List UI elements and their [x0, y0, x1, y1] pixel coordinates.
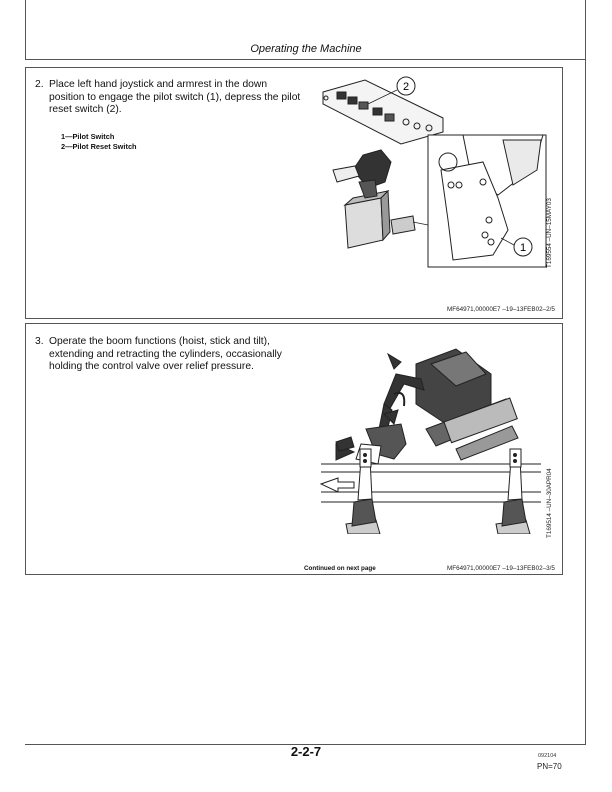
- footer-rule: [25, 744, 586, 745]
- step-3-panel: 3. Operate the boom functions (hoist, st…: [25, 323, 563, 575]
- header-rule: [25, 59, 586, 60]
- callout-label-1: 1: [520, 242, 526, 254]
- reference-code: MF64971,00000E7 –19–13FEB02–2/5: [447, 306, 555, 313]
- step-text: Place left hand joystick and armrest in …: [49, 79, 301, 116]
- figure-id: T169514 –UN–30APR04: [546, 468, 553, 538]
- print-code: 092104: [538, 753, 557, 759]
- step-text: Operate the boom functions (hoist, stick…: [49, 336, 282, 373]
- step-number: 2.: [35, 79, 44, 90]
- callout-list: 1—Pilot Switch 2—Pilot Reset Switch: [61, 132, 137, 152]
- pn-number: PN=70: [537, 762, 562, 771]
- page-number: 2-2-7: [290, 744, 322, 759]
- callout-pilot-switch: 1—Pilot Switch: [61, 132, 115, 141]
- continued-note: Continued on next page: [304, 565, 376, 572]
- reference-code: MF64971,00000E7 –19–13FEB02–3/5: [447, 565, 555, 572]
- step-number: 3.: [35, 336, 44, 347]
- page-frame-right: [585, 0, 586, 745]
- figure-id: T169554 –UN–15MAY03: [546, 198, 553, 268]
- page-frame-left: [25, 0, 26, 60]
- pilot-switch-illustration: 2 1: [322, 76, 547, 268]
- step-2-panel: 2. Place left hand joystick and armrest …: [25, 67, 563, 319]
- callout-pilot-reset-switch: 2—Pilot Reset Switch: [61, 142, 137, 151]
- boom-functions-illustration: [319, 348, 541, 534]
- callout-label-2: 2: [403, 81, 409, 93]
- section-title: Operating the Machine: [250, 43, 362, 55]
